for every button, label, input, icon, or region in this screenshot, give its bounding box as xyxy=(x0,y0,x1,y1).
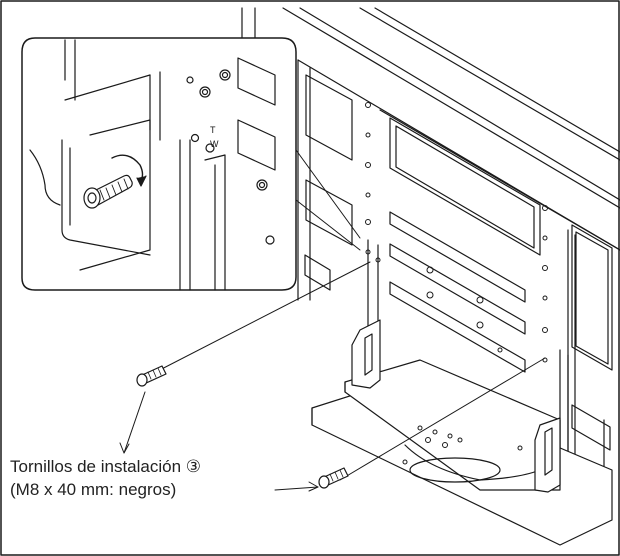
screw-icon xyxy=(83,174,133,209)
inset-mark-w: W xyxy=(210,139,219,149)
panel-holes xyxy=(365,102,548,363)
base-holes xyxy=(402,425,523,465)
rotation-arrow-icon xyxy=(111,154,147,187)
panel-openings xyxy=(304,74,613,451)
inset-contents xyxy=(29,39,276,291)
caption-line-1: Tornillos de instalación ③ xyxy=(10,457,202,476)
stand-brackets xyxy=(351,319,561,493)
screw-icon-right xyxy=(318,467,349,489)
inset-mark-t: T xyxy=(210,125,216,135)
callout-leader-lines xyxy=(123,149,546,491)
tv-top-edge xyxy=(241,7,620,209)
screw-icon-left xyxy=(136,365,167,387)
diagram-caption: Tornillos de instalación ③ (M8 x 40 mm: … xyxy=(10,455,201,501)
tv-back-panel xyxy=(297,59,620,501)
arrowhead-right xyxy=(308,481,319,492)
stand-base xyxy=(311,359,613,546)
caption-line-2: (M8 x 40 mm: negros) xyxy=(10,480,177,499)
detail-inset xyxy=(21,37,297,291)
arrowhead-left xyxy=(119,442,130,454)
